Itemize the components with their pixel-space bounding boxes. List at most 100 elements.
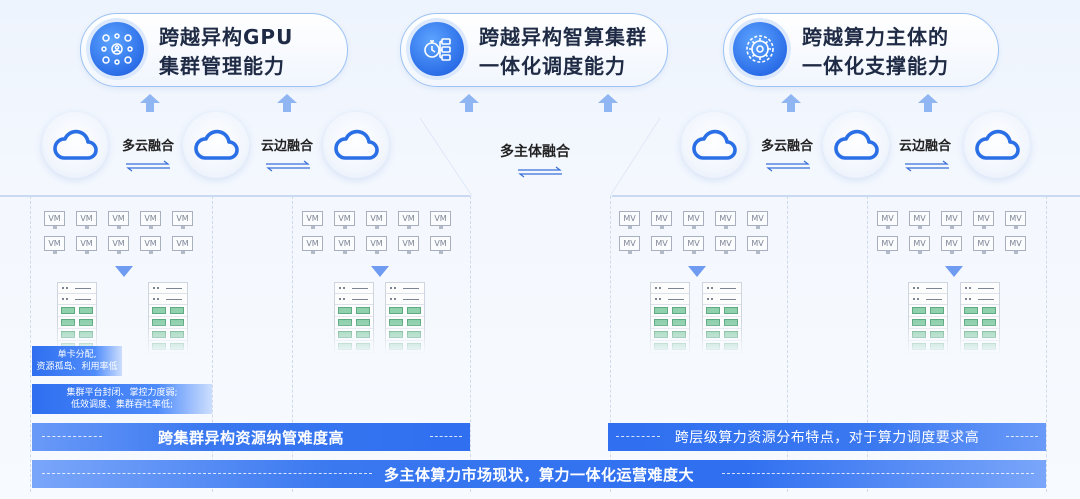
server-rack-icon xyxy=(148,282,188,354)
down-arrow-icon xyxy=(371,266,389,277)
vm-tile: VM xyxy=(302,211,323,229)
vm-tile: MV xyxy=(651,236,672,254)
column-divider xyxy=(610,196,611,492)
challenge-bar-bottom: 多主体算力市场现状，算力一体化运营难度大 xyxy=(32,460,1046,488)
capability-pill-text: 跨越异构智算集群 一体化调度能力 xyxy=(479,23,647,81)
issue-callout-cluster-closed: 集群平台封闭、掌控力度弱; 低效调度、集群吞吐率低; xyxy=(32,384,212,414)
server-rack-icon xyxy=(57,282,97,354)
challenge-bar-text: 跨层级算力资源分布特点，对于算力调度要求高 xyxy=(674,430,980,446)
vm-tile: MV xyxy=(715,211,736,229)
vm-tile: MV xyxy=(683,211,704,229)
challenge-bar-left: 跨集群异构资源纳管难度高 xyxy=(32,423,470,451)
server-rack-icon xyxy=(960,282,1000,354)
vm-tile: VM xyxy=(108,211,129,229)
vm-tile: VM xyxy=(108,236,129,254)
cloud-edge-label: 云边融合 xyxy=(899,139,952,154)
vm-tile: VM xyxy=(44,211,65,229)
pill-line-2: 一体化支撑能力 xyxy=(802,54,949,78)
up-arrow-icon xyxy=(781,94,801,112)
issue-callout-single-card: 单卡分配, 资源孤岛、利用率低 xyxy=(32,346,122,376)
double-arrow-icon xyxy=(905,160,949,172)
challenge-bar-right: 跨层级算力资源分布特点，对于算力调度要求高 xyxy=(608,423,1046,451)
up-arrow-icon xyxy=(598,94,618,112)
vm-tile: VM xyxy=(44,236,65,254)
vm-tile: VM xyxy=(430,236,451,254)
server-rack-icon xyxy=(702,282,742,354)
up-arrow-icon xyxy=(140,94,160,112)
callout-line: 资源孤岛、利用率低 xyxy=(36,362,118,372)
cloud-icon xyxy=(42,112,108,178)
multi-subject-label: 多主体融合 xyxy=(500,144,570,160)
vm-tile: MV xyxy=(651,211,672,229)
vm-tile: VM xyxy=(172,236,193,254)
vm-tile: MV xyxy=(1005,211,1026,229)
server-rack-icon xyxy=(908,282,948,354)
capability-pill-text: 跨越算力主体的 一体化支撑能力 xyxy=(802,23,949,81)
pill-line-1: 跨越异构智算集群 xyxy=(479,25,647,49)
down-arrow-icon xyxy=(688,266,706,277)
vm-tile: VM xyxy=(398,236,419,254)
capability-pill-scheduling: 跨越异构智算集群 一体化调度能力 xyxy=(400,13,668,87)
vm-tile: VM xyxy=(334,211,355,229)
vm-tile: MV xyxy=(909,211,930,229)
vm-tile: MV xyxy=(973,211,994,229)
vm-tile: VM xyxy=(366,236,387,254)
up-arrow-icon xyxy=(918,94,938,112)
column-divider xyxy=(787,196,788,492)
vm-tile: MV xyxy=(619,211,640,229)
vm-tile: MV xyxy=(747,211,768,229)
platform-outline xyxy=(0,117,1080,197)
column-divider xyxy=(470,196,471,492)
challenge-bar-text: 多主体算力市场现状，算力一体化运营难度大 xyxy=(383,465,694,484)
vm-tile: VM xyxy=(76,211,97,229)
double-arrow-icon xyxy=(126,160,170,172)
cloud-edge-label: 云边融合 xyxy=(261,139,314,154)
server-rack-icon xyxy=(334,282,374,354)
cloud-icon xyxy=(823,112,889,178)
challenge-bar-text: 跨集群异构资源纳管难度高 xyxy=(157,428,344,447)
column-divider xyxy=(867,196,868,492)
vm-tile: MV xyxy=(747,236,768,254)
double-arrow-icon xyxy=(266,160,310,172)
cloud-icon xyxy=(964,112,1030,178)
down-arrow-icon xyxy=(945,266,963,277)
server-rack-icon xyxy=(385,282,425,354)
multi-cloud-label: 多云融合 xyxy=(122,139,175,154)
callout-line: 单卡分配, xyxy=(57,350,97,360)
pill-line-1: 跨越异构GPU xyxy=(159,25,294,49)
vm-tile: MV xyxy=(877,236,898,254)
capability-pill-support: 跨越算力主体的 一体化支撑能力 xyxy=(723,13,999,87)
vm-tile: MV xyxy=(619,236,640,254)
vm-tile: MV xyxy=(973,236,994,254)
vm-tile: VM xyxy=(140,236,161,254)
column-divider xyxy=(1046,196,1047,492)
vm-tile: VM xyxy=(302,236,323,254)
gear-support-icon xyxy=(733,22,787,76)
vm-tile: VM xyxy=(76,236,97,254)
capability-pill-gpu-cluster: 跨越异构GPU 集群管理能力 xyxy=(80,13,348,87)
pill-line-1: 跨越算力主体的 xyxy=(802,25,949,49)
multi-cloud-label: 多云融合 xyxy=(761,139,814,154)
vm-tile: MV xyxy=(683,236,704,254)
vm-tile: VM xyxy=(430,211,451,229)
cloud-icon xyxy=(323,112,389,178)
vm-tile: VM xyxy=(398,211,419,229)
server-rack-icon xyxy=(650,282,690,354)
vm-tile: MV xyxy=(909,236,930,254)
vm-tile: VM xyxy=(172,211,193,229)
vm-tile: MV xyxy=(941,236,962,254)
pill-line-2: 一体化调度能力 xyxy=(479,54,626,78)
pill-line-2: 集群管理能力 xyxy=(159,54,285,78)
up-arrow-icon xyxy=(277,94,297,112)
callout-line: 低效调度、集群吞吐率低; xyxy=(70,400,174,410)
vm-tile: VM xyxy=(334,236,355,254)
vm-tile: MV xyxy=(877,211,898,229)
up-arrow-icon xyxy=(459,94,479,112)
column-divider xyxy=(212,196,213,492)
callout-line: 集群平台封闭、掌控力度弱; xyxy=(66,388,178,398)
vm-tile: MV xyxy=(941,211,962,229)
capability-pill-text: 跨越异构GPU 集群管理能力 xyxy=(159,23,293,81)
vm-tile: VM xyxy=(366,211,387,229)
vm-tile: VM xyxy=(140,211,161,229)
column-divider xyxy=(292,196,293,492)
